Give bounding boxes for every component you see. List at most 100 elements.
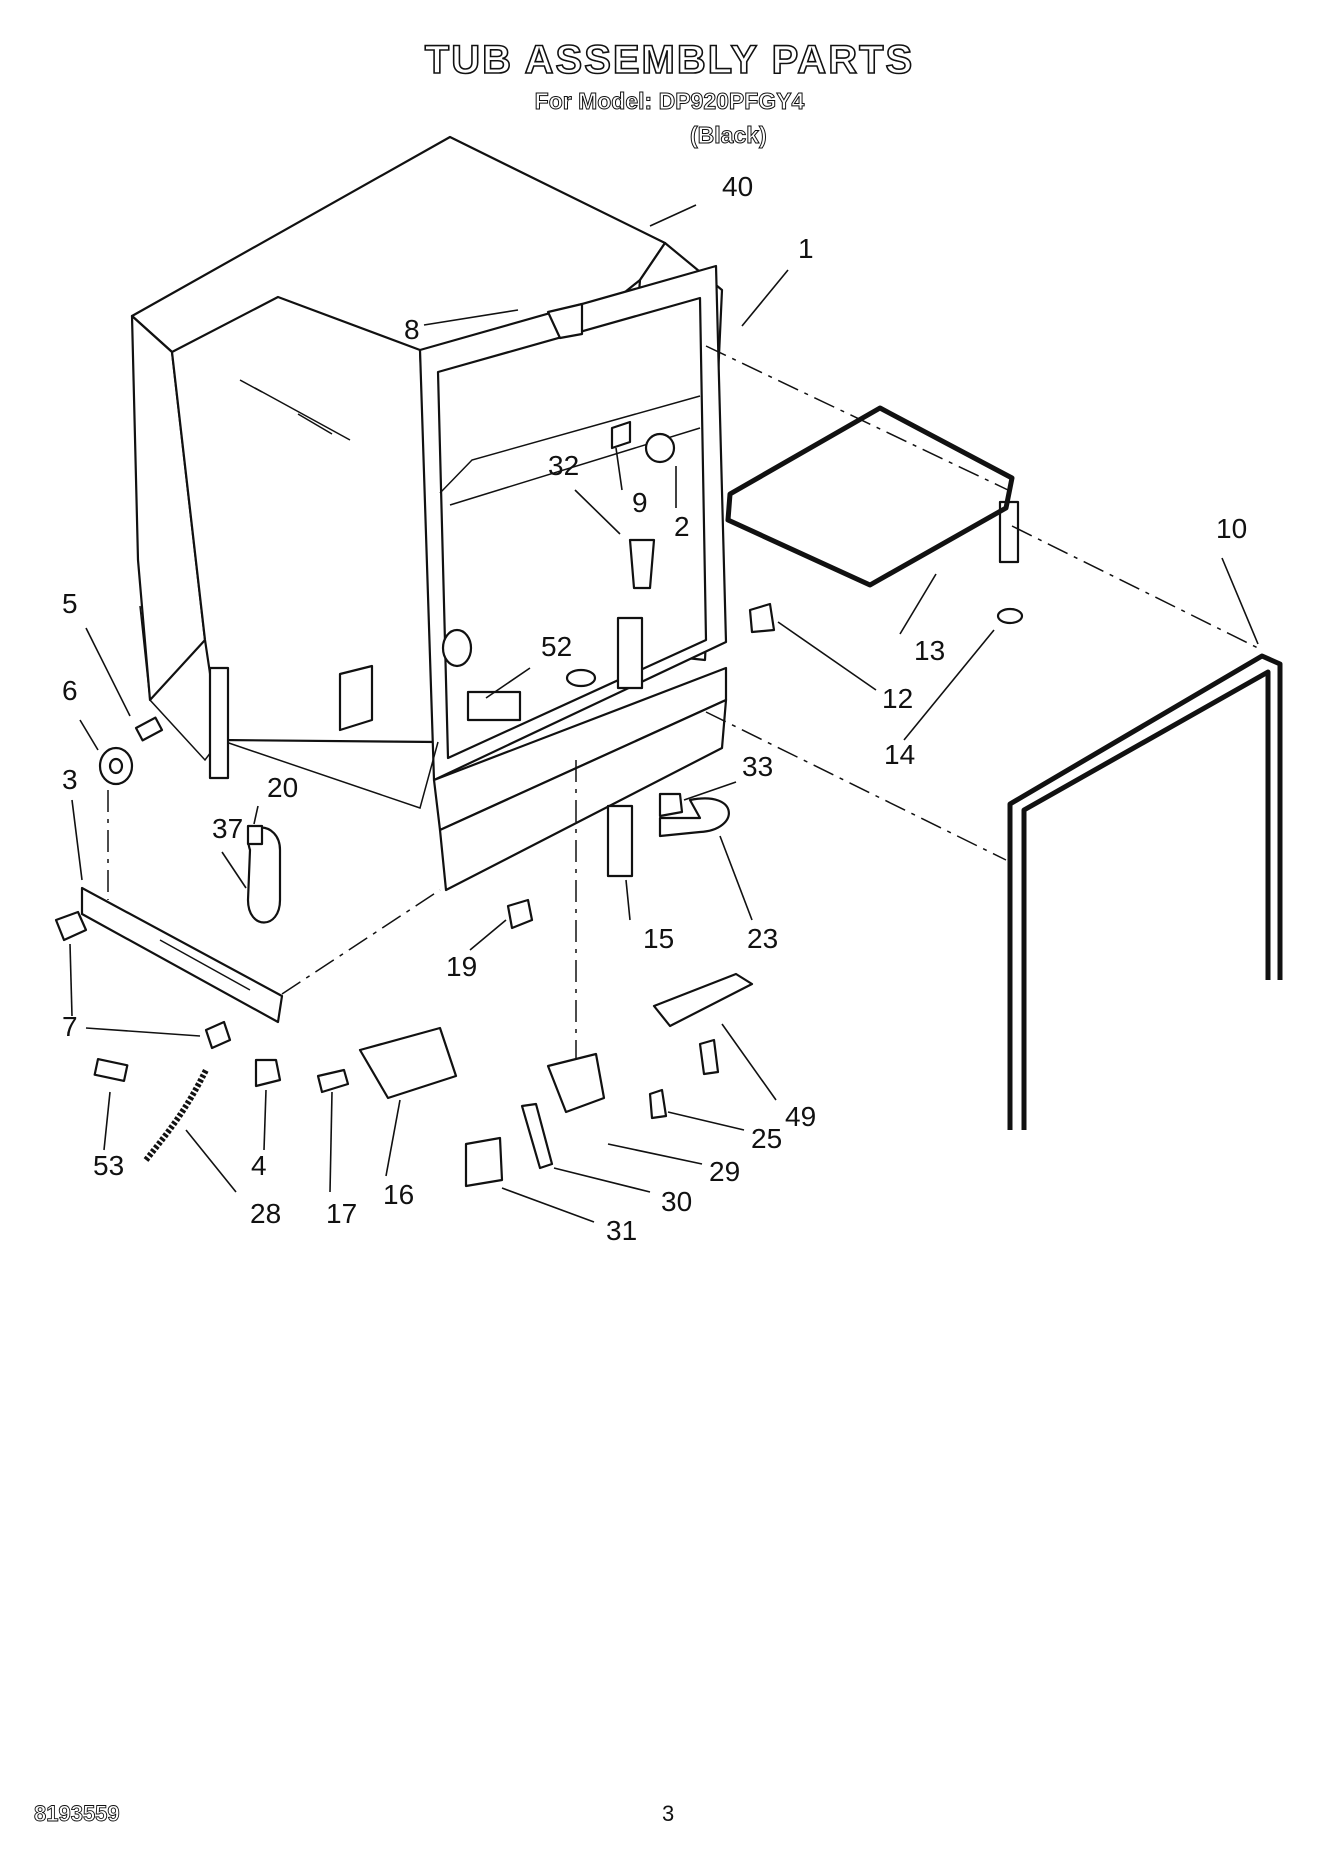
leader-23: [719, 835, 753, 921]
spacer-15: [606, 804, 634, 878]
leader-25: [667, 1111, 745, 1131]
screw-5: [134, 716, 164, 742]
tub-shading-2: [297, 413, 333, 435]
leader-6: [79, 719, 99, 751]
callout-32: 32: [548, 450, 579, 481]
leader-40: [649, 204, 697, 227]
bracket-49: [652, 972, 754, 1028]
leader-29: [607, 1143, 703, 1165]
callout-16: 16: [383, 1179, 414, 1210]
screw-25-upper: [698, 1038, 720, 1076]
leader-15: [625, 879, 631, 921]
screw-7-lower: [204, 1020, 232, 1050]
washer-6-hole: [108, 757, 124, 775]
clamp-20: [246, 824, 264, 846]
screw-9: [610, 420, 632, 450]
leader-12: [777, 621, 877, 691]
page-title: TUB ASSEMBLY PARTS: [424, 37, 915, 83]
assembly-line-2: [1011, 525, 1263, 651]
tub-shading-1: [254, 387, 351, 441]
leader-lines: [69, 204, 1259, 1223]
leader-33: [683, 781, 737, 801]
screw-25-lower: [648, 1088, 668, 1120]
tub-front-base: [438, 698, 728, 892]
tub-left-edge: [130, 314, 207, 702]
tub-inner-spray-hub: [441, 628, 473, 668]
assembly-line-1: [705, 345, 1009, 491]
fill-grommet-2: [644, 432, 676, 464]
callout-14: 14: [884, 739, 915, 770]
callout-49: 49: [785, 1101, 816, 1132]
leader-19: [469, 919, 507, 951]
callout-10: 10: [1216, 513, 1247, 544]
switch-bracket-29: [546, 1052, 606, 1114]
side-vent-clip: [338, 664, 374, 732]
clip-12: [748, 602, 776, 634]
water-valve-16: [358, 1026, 458, 1100]
leader-17: [329, 1091, 333, 1193]
callout-3: 3: [62, 764, 78, 795]
clip-23: [658, 797, 730, 838]
leader-30: [553, 1167, 651, 1193]
leader-7-lower: [85, 1027, 201, 1037]
leader-49: [721, 1023, 777, 1101]
tub-inner-post: [616, 616, 644, 690]
toe-rail-bracket: [80, 886, 284, 1024]
leader-20: [253, 805, 259, 825]
callout-17: 17: [326, 1198, 357, 1229]
label-53: [93, 1057, 129, 1083]
tub-inner-plug: [565, 668, 597, 688]
tub-inner-bracket: [466, 690, 522, 722]
leader-5: [85, 627, 131, 717]
leader-32: [574, 489, 621, 535]
callout-25: 25: [751, 1123, 782, 1154]
callout-33: 33: [742, 751, 773, 782]
callout-7: 7: [62, 1011, 78, 1042]
trim-strip-10-inner: [1021, 669, 1271, 1130]
callout-9: 9: [632, 487, 648, 518]
callout-29: 29: [709, 1156, 740, 1187]
callout-19: 19: [446, 951, 477, 982]
tub-lower-base: [219, 739, 439, 809]
leader-14: [903, 629, 995, 741]
callout-2: 2: [674, 511, 690, 542]
assembly-line-3: [705, 711, 1007, 861]
leader-13: [899, 573, 937, 635]
leader-9: [615, 447, 623, 491]
leader-8: [423, 309, 519, 326]
trim-strip-10: [1007, 653, 1283, 1130]
screw-7-upper: [54, 910, 88, 942]
assembly-line-4: [281, 889, 441, 995]
model-subtitle: For Model: DP920PFGY4: [534, 88, 805, 115]
toe-rail-slots: [159, 939, 251, 991]
callout-4: 4: [251, 1150, 267, 1181]
left-hinge-bracket: [208, 666, 230, 780]
spring-28: [143, 1068, 209, 1162]
leader-1: [741, 269, 789, 327]
leader-31: [501, 1187, 595, 1223]
screw-17: [316, 1068, 350, 1094]
callout-23: 23: [747, 923, 778, 954]
callout-8: 8: [404, 314, 420, 345]
nut-4: [254, 1058, 282, 1088]
leader-16: [385, 1099, 401, 1177]
cover-31: [464, 1136, 504, 1188]
callout-31: 31: [606, 1215, 637, 1246]
top-clip-8: [546, 302, 584, 340]
document-number: 8193559: [34, 1801, 121, 1827]
washer-14: [996, 607, 1024, 625]
callout-1: 1: [798, 233, 814, 264]
tub-inner-ledge-line: [439, 395, 701, 494]
callout-12: 12: [882, 683, 913, 714]
callout-37: 37: [212, 813, 243, 844]
callout-53: 53: [93, 1150, 124, 1181]
callout-20: 20: [267, 772, 298, 803]
callout-52: 52: [541, 631, 572, 662]
callout-5: 5: [62, 588, 78, 619]
leader-3: [71, 799, 83, 881]
page-number: 3: [662, 1801, 675, 1826]
callout-13: 13: [914, 635, 945, 666]
tub-inner-opening: [436, 296, 708, 760]
